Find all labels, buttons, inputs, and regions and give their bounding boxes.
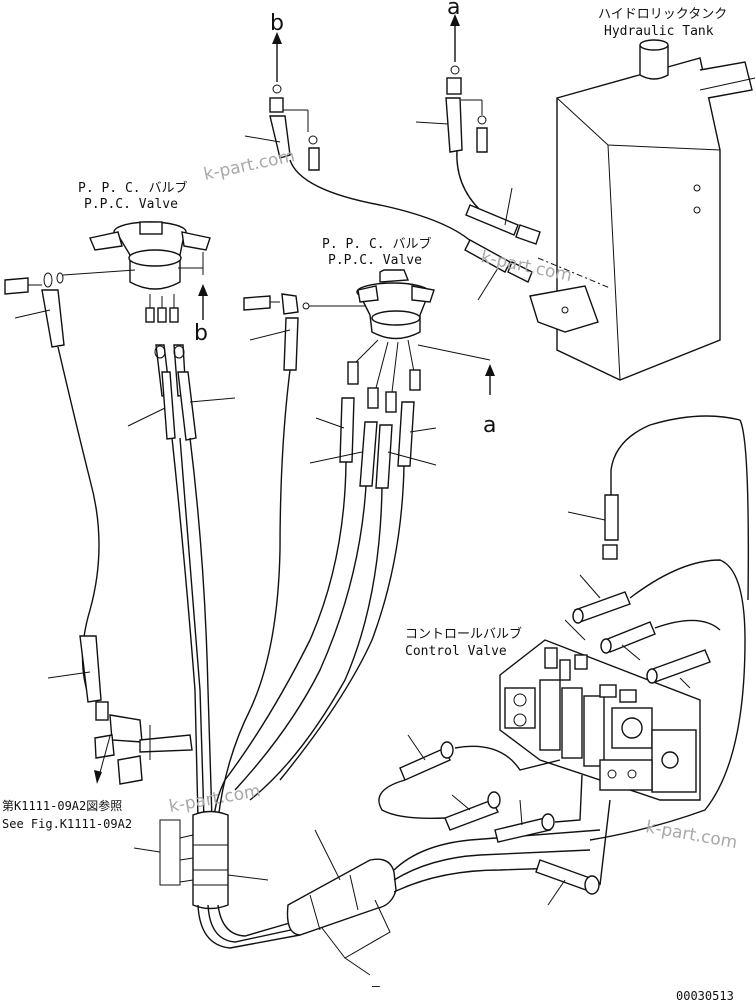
left-ppc-hoses [127, 344, 236, 441]
control-valve [499, 639, 701, 801]
see-fig-label-en: See Fig.K1111-09A2 [2, 817, 132, 831]
elbow-fitting-assembly [94, 701, 193, 785]
hydraulic-tank-label-en: Hydraulic Tank [604, 24, 714, 39]
center-bolt-assembly [243, 293, 365, 371]
control-valve-hoses [564, 415, 750, 841]
hose-sleeve [286, 829, 397, 976]
figure-number: 00030513 [676, 989, 734, 1003]
ppc-valve-right-label-jp: P. P. C. バルブ [322, 236, 431, 252]
ppc-valve-left-label-jp: P. P. C. バルブ [78, 180, 187, 196]
ppc-valve-right-label-en: P.P.C. Valve [328, 253, 422, 268]
hydraulic-tank-label-jp: ハイドロリックタンク [598, 7, 727, 22]
control-valve-label-jp: コントロールバルブ [405, 626, 522, 642]
ppc-valve-right [355, 269, 491, 393]
right-ppc-hoses [309, 361, 437, 489]
connector-a-ppc: a [483, 413, 496, 438]
watermark-4: k-part.com [644, 817, 739, 853]
left-bolt-assembly [4, 269, 136, 348]
fitting-b-top [244, 32, 320, 171]
ppc-valve-left [89, 221, 211, 323]
control-valve-label-en: Control Valve [405, 644, 507, 659]
hydraulic-tank [529, 39, 756, 381]
lower-fittings [378, 734, 611, 906]
ppc-valve-left-label-en: P.P.C. Valve [84, 197, 178, 212]
connector-b-ppc: b [194, 321, 208, 346]
see-fig-label-jp: 第K1111-09A2図参照 [2, 798, 122, 813]
dash-mark: – [372, 979, 380, 994]
connector-a-top: a [447, 0, 460, 20]
fitting-a-top [415, 14, 488, 153]
hose-clamp-bundle [133, 810, 301, 949]
connector-b-top: b [270, 11, 284, 36]
watermark-1: k-part.com [202, 146, 297, 185]
